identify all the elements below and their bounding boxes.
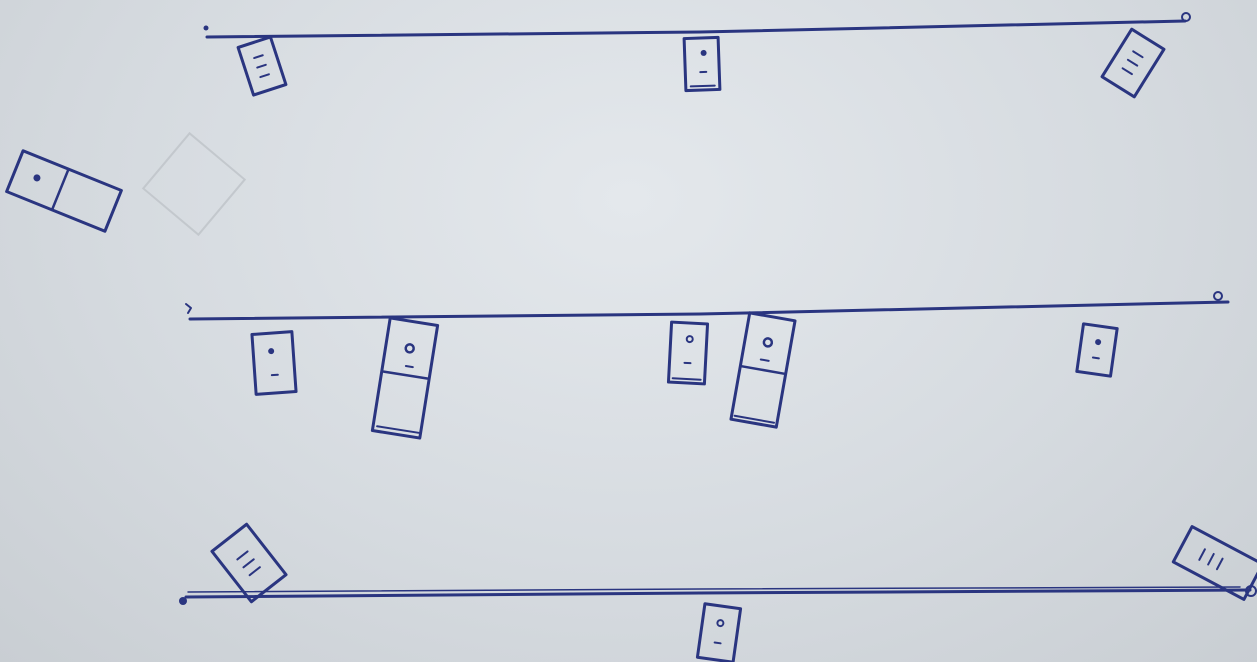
middle-line-right-end (1214, 292, 1222, 300)
bottom-line-left-dot (179, 597, 187, 605)
middle-line (186, 292, 1228, 319)
faint-ghost-square (143, 133, 244, 234)
middle-domino-4 (731, 313, 795, 427)
top-line (204, 13, 1191, 37)
middle-domino-3 (668, 322, 707, 384)
top-line-left-dot (204, 26, 209, 31)
top-line-right-end (1182, 13, 1190, 21)
bottom-domino-1 (212, 524, 286, 602)
loose-domino (7, 151, 122, 232)
bottom-domino-3 (1173, 527, 1257, 600)
top-domino-3 (1102, 29, 1164, 97)
middle-domino-5 (1077, 324, 1117, 376)
top-domino-1 (238, 37, 286, 95)
bottom-line (179, 586, 1256, 605)
middle-domino-1 (252, 332, 296, 395)
middle-domino-2 (372, 318, 437, 438)
top-domino-2 (684, 37, 720, 90)
bottom-domino-2 (697, 604, 740, 662)
